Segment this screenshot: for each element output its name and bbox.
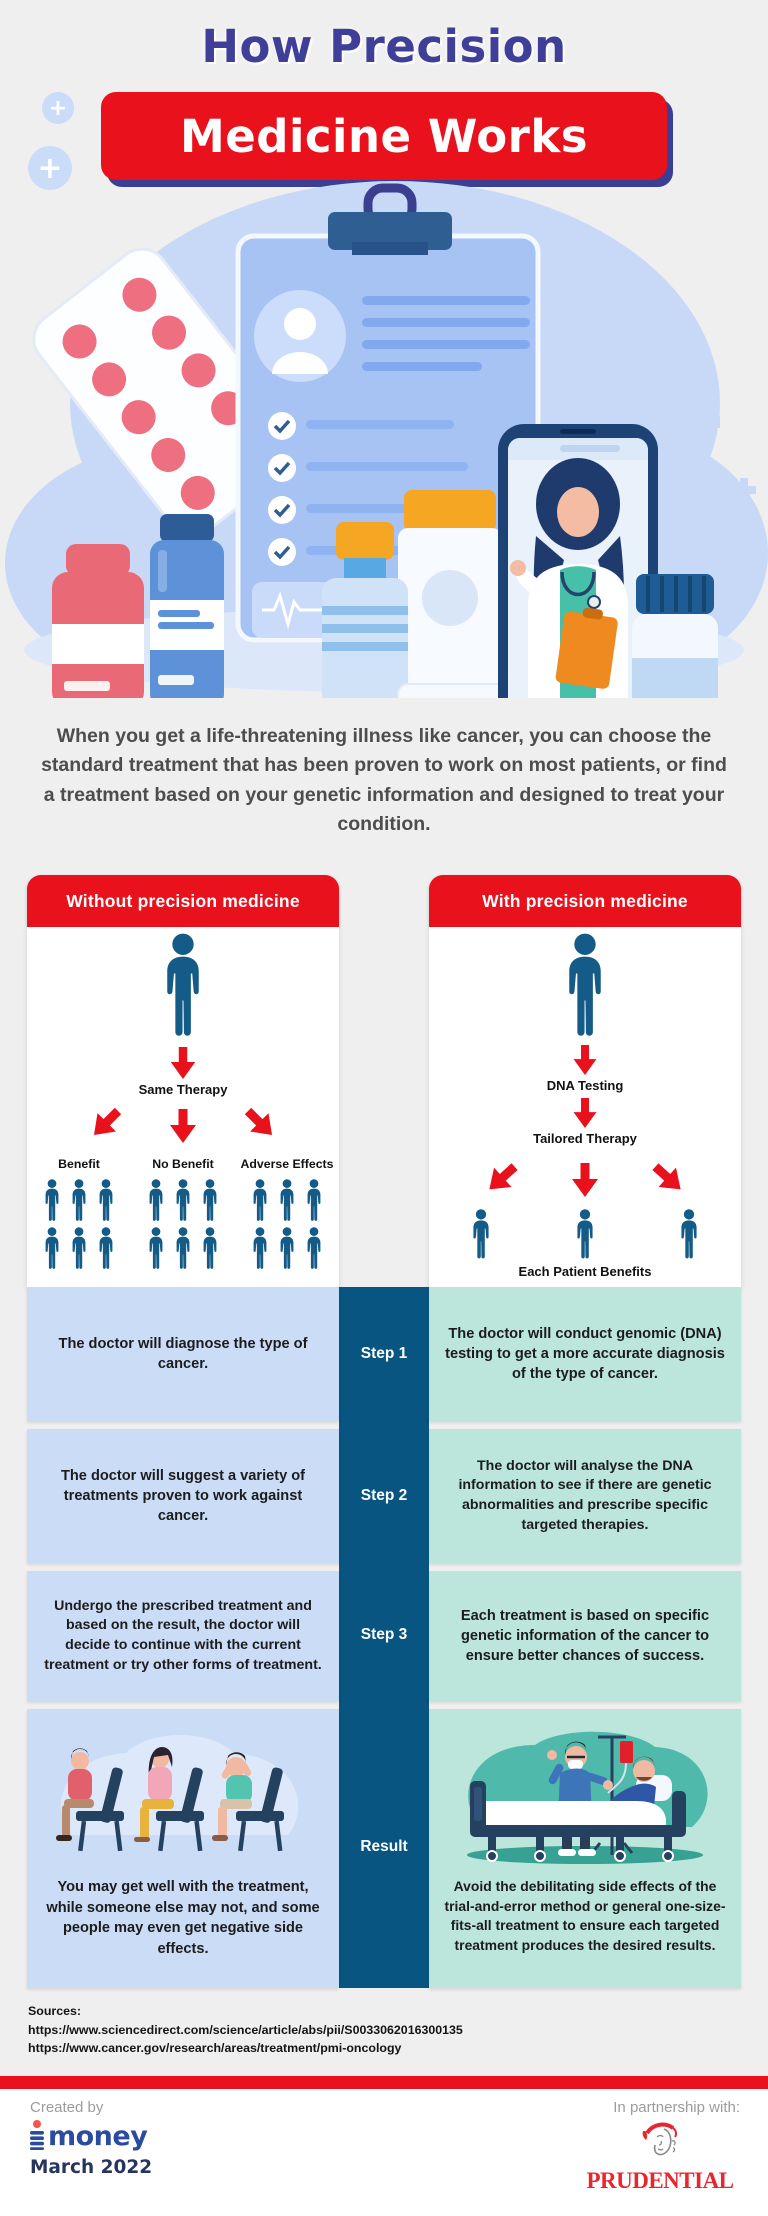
arrow-down-icon [572,1159,598,1201]
patient-icon [677,1209,701,1261]
imoney-logo: money [30,2120,148,2152]
phone-doctor-icon [498,424,658,698]
intro-paragraph: When you get a life-threatening illness … [41,725,727,835]
step1-with-text: The doctor will conduct genomic (DNA) te… [445,1325,725,1383]
with-precision-diagram: DNA Testing Tailored Therapy Each Patien… [429,927,741,1287]
result-label: Result [360,1838,408,1855]
publish-date: March 2022 [30,2157,153,2178]
arrow-downright-icon [237,1100,284,1147]
arrow-downright-icon [642,1153,694,1203]
step-1-label: Step 1 [360,1345,408,1362]
footer: Created by money March 2022 In partnersh… [0,2089,768,2216]
step3-without-text: Undergo the prescribed treatment and bas… [44,1597,322,1673]
result-without-text: You may get well with the treatment, whi… [46,1879,320,1958]
imoney-logo-text: money [48,2121,148,2152]
pill-bottle-blue-icon [150,514,224,698]
step3-with-text: Each treatment is based on specific gene… [460,1607,710,1665]
with-precision-header: With precision medicine [429,875,741,927]
adverse-effects-label: Adverse Effects [240,1157,334,1171]
result-with-text: Avoid the debilitating side effects of t… [444,1878,726,1954]
patient-icon [158,933,208,1041]
page-title-line2: Medicine Works [179,109,589,163]
seated-person-teal [212,1752,284,1852]
step3-with-cell: Each treatment is based on specific gene… [429,1571,741,1701]
step-2-label: Step 2 [360,1487,408,1504]
patient-icon [469,1209,493,1261]
seated-person-pink [134,1747,204,1852]
plus-decoration [26,404,756,555]
step1-without-text: The doctor will diagnose the type of can… [58,1335,308,1372]
source-link[interactable]: https://www.cancer.gov/research/areas/tr… [28,2041,402,2056]
same-therapy-label: Same Therapy [138,1082,228,1097]
waiting-room-illustration [56,1735,305,1861]
no-benefit-crowd [145,1179,221,1271]
sources-label: Sources: [28,2004,82,2018]
without-precision-diagram: Same Therapy Benefit No Benefit Adverse … [27,927,339,1287]
step1-with-cell: The doctor will conduct genomic (DNA) te… [429,1287,741,1421]
step2-without-cell: The doctor will suggest a variety of tre… [27,1429,339,1563]
dna-testing-label: DNA Testing [546,1078,624,1093]
source-link[interactable]: https://www.sciencedirect.com/science/ar… [28,2022,463,2037]
arrow-down-icon [170,1047,196,1079]
step3-without-cell: Undergo the prescribed treatment and bas… [27,1571,339,1701]
pill-bottle-red-icon [52,544,144,698]
arrow-downleft-icon [476,1153,528,1203]
hospital-bed-illustration [467,1731,708,1864]
capsule-blister-icon [397,683,517,698]
seated-person-red [56,1748,124,1852]
hospital-bed-icon [470,1781,686,1862]
prudential-logo: PRUDENTIAL [580,2117,740,2194]
no-benefit-label: No Benefit [152,1157,214,1171]
each-patient-benefits-label: Each Patient Benefits [518,1264,652,1279]
hero-illustration [5,181,768,698]
partnership-label: In partnership with: [613,2099,740,2116]
step-3-label: Step 3 [360,1626,408,1643]
sources-block: Sources: https://www.sciencedirect.com/s… [28,2002,463,2058]
medicine-jar-icon [398,490,502,690]
created-by-label: Created by [30,2099,104,2116]
imoney-logo-i-icon [30,2120,44,2150]
with-precision-title: With precision medicine [482,890,688,911]
plus-decoration: + [42,92,74,124]
arrow-down-icon [572,1045,598,1075]
patient-icon [573,1209,597,1261]
benefit-crowd [41,1179,117,1271]
page-title-banner: Medicine Works [101,92,667,180]
syrup-bottle-icon [322,522,408,698]
without-precision-header: Without precision medicine [27,875,339,927]
prudence-face-icon [642,2122,678,2156]
step-column: Step 1 Step 2 Step 3 Result [339,1287,429,1988]
arrow-down-icon [572,1098,598,1128]
footer-divider [0,2076,768,2089]
adverse-effects-crowd [249,1179,325,1271]
benefit-label: Benefit [58,1157,100,1171]
tailored-therapy-label: Tailored Therapy [533,1131,637,1146]
arrow-downleft-icon [83,1100,130,1147]
result-without-cell: You may get well with the treatment, whi… [27,1709,339,1988]
result-with-cell: Avoid the debilitating side effects of t… [429,1709,741,1988]
without-precision-title: Without precision medicine [66,890,300,911]
step2-with-cell: The doctor will analyse the DNA informat… [429,1429,741,1563]
step2-without-text: The doctor will suggest a variety of tre… [60,1467,306,1525]
prudential-logo-text: PRUDENTIAL [586,2168,734,2193]
page-title-line1: How Precision [201,20,567,73]
step2-with-text: The doctor will analyse the DNA informat… [458,1457,712,1533]
plus-decoration: + [28,146,72,190]
pill-bottle-white-icon [632,574,718,698]
arrow-down-icon [170,1107,196,1145]
step1-without-cell: The doctor will diagnose the type of can… [27,1287,339,1421]
patient-icon [560,933,610,1041]
